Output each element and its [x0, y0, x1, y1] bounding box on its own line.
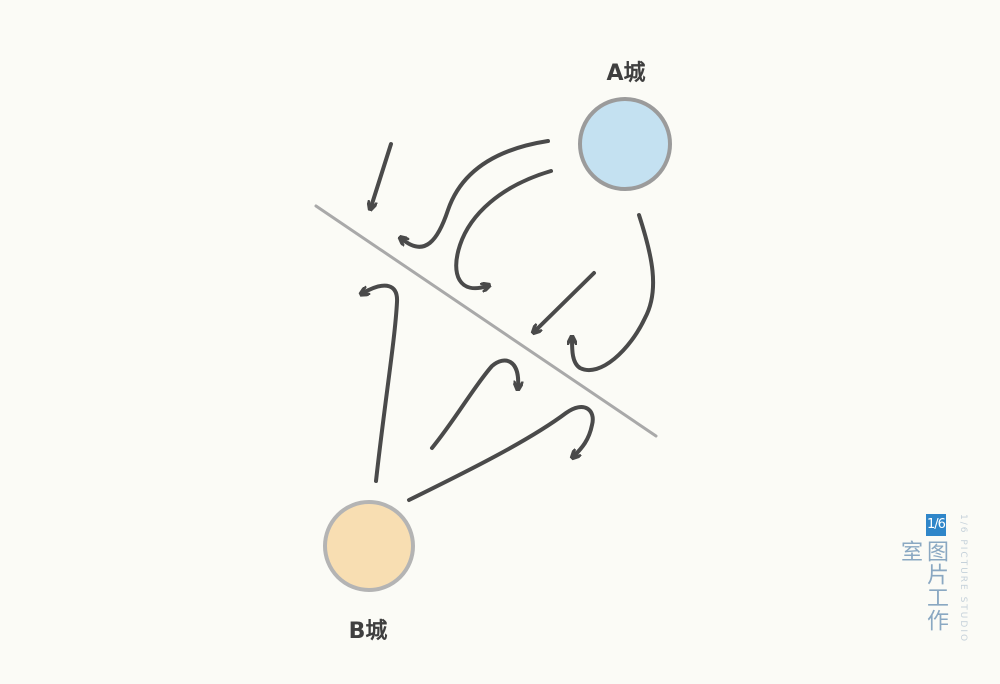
city-a-label: A城	[606, 60, 645, 86]
watermark-badge: 1/6	[926, 514, 946, 536]
city-b-circle	[323, 500, 415, 592]
arrow-a-curve-outer	[402, 139, 550, 249]
city-a-circle	[578, 97, 672, 191]
arrow-b-hook-middle	[430, 358, 518, 450]
arrow-a-straight-left	[371, 142, 393, 207]
arrow-a-curve-right	[572, 213, 656, 372]
arrow-b-long-right	[407, 405, 595, 502]
arrow-a-straight-center	[535, 271, 596, 331]
barrier-line	[314, 204, 658, 438]
city-b-label: B城	[349, 618, 388, 644]
arrow-b-long-left	[363, 283, 400, 483]
watermark-name: 图片工作室	[897, 540, 948, 632]
arrow-a-curve-inner	[454, 169, 553, 288]
watermark-english: 1/6 PICTURE STUDIO	[958, 514, 968, 644]
watermark-logo: 1/6 图片工作室 1/6 PICTURE STUDIO	[897, 512, 982, 652]
